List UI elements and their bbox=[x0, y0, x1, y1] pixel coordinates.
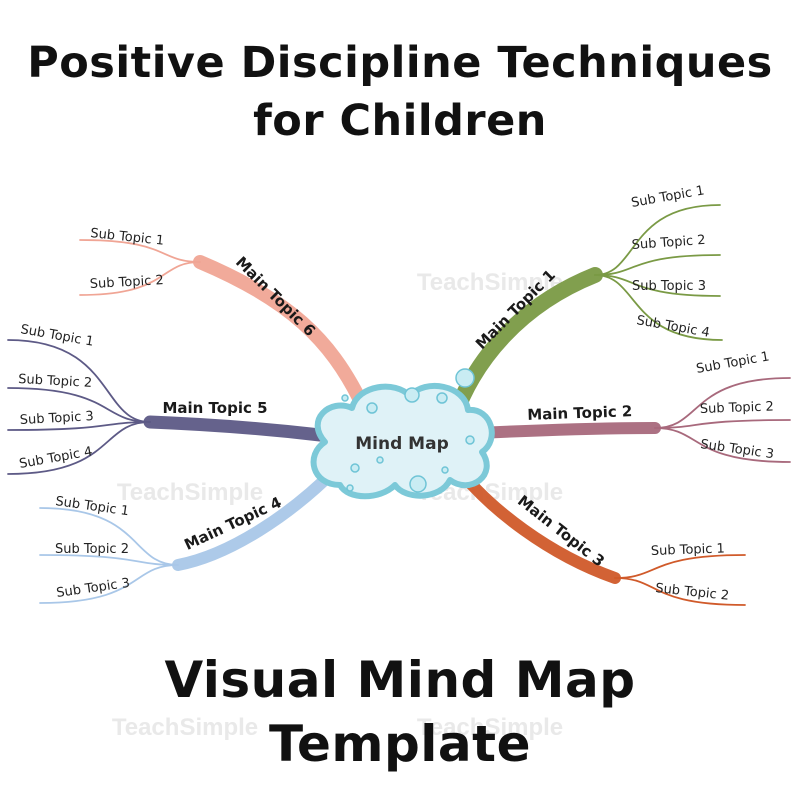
sub-branch-line bbox=[614, 554, 746, 579]
bubble-decoration bbox=[409, 475, 427, 493]
central-cloud: Mind Map bbox=[310, 368, 495, 500]
sub-topic-label: Sub Topic 1 bbox=[90, 226, 165, 249]
sub-topic-label: Sub Topic 2 bbox=[700, 399, 774, 417]
main-branch-line bbox=[193, 255, 367, 407]
bubble-decoration bbox=[455, 368, 475, 388]
sub-branch-line bbox=[614, 577, 746, 606]
bubble-decoration bbox=[404, 387, 420, 403]
watermark-text: TeachSimple bbox=[417, 714, 563, 741]
main-branch-line bbox=[143, 415, 327, 442]
bubble-decoration bbox=[366, 402, 378, 414]
sub-branch-line bbox=[39, 564, 179, 604]
sub-branch-line bbox=[594, 254, 721, 276]
sub-branch-line bbox=[594, 274, 721, 297]
branch-main-topic-5: Sub Topic 1 Sub Topic 2 Sub Topic 3 Sub Top… bbox=[7, 322, 327, 475]
main-branch-line bbox=[474, 422, 661, 439]
title-line-2: for Children bbox=[253, 96, 547, 146]
sub-topic-label: Sub Topic 2 bbox=[55, 542, 129, 557]
bubble-decoration bbox=[376, 456, 384, 464]
sub-branch-line bbox=[79, 239, 201, 263]
sub-branch-line bbox=[7, 421, 151, 431]
main-topic-label: Main Topic 5 bbox=[162, 399, 267, 417]
sub-branch-line bbox=[7, 339, 151, 423]
sub-topic-label: Sub Topic 3 bbox=[55, 576, 130, 601]
watermark-text: TeachSimple bbox=[117, 479, 263, 506]
watermark-text: TeachSimple bbox=[417, 269, 563, 296]
sub-branch-line bbox=[39, 554, 179, 566]
sub-branch-line bbox=[7, 387, 151, 423]
page-title: Positive Discipline Techniques for Child… bbox=[0, 34, 800, 150]
sub-topic-label: Sub Topic 4 bbox=[18, 444, 93, 472]
main-topic-label: Main Topic 2 bbox=[527, 402, 633, 424]
bubble-decoration bbox=[436, 392, 448, 404]
central-topic-label: Mind Map bbox=[355, 434, 449, 454]
sub-branch-line bbox=[79, 261, 201, 296]
footer-title: Visual Mind Map Template bbox=[0, 648, 800, 776]
title-line-1: Positive Discipline Techniques bbox=[27, 38, 773, 88]
bubble-decoration bbox=[350, 463, 360, 473]
sub-branch-line bbox=[654, 377, 791, 429]
sub-topic-label: Sub Topic 1 bbox=[19, 322, 94, 350]
footer-line-2: Template bbox=[269, 715, 531, 773]
main-topic-label: Main Topic 6 bbox=[232, 253, 319, 340]
sub-topic-label: Sub Topic 3 bbox=[19, 409, 94, 428]
sub-branch-line bbox=[594, 274, 723, 341]
bubble-decoration bbox=[346, 484, 354, 492]
sub-branch-line bbox=[654, 427, 791, 463]
bubble-decoration bbox=[441, 466, 449, 474]
bubble-decoration bbox=[465, 435, 475, 445]
footer-line-1: Visual Mind Map bbox=[164, 651, 636, 709]
sub-branch-line bbox=[594, 204, 721, 276]
sub-topic-label: Sub Topic 1 bbox=[651, 541, 725, 559]
sub-topic-label: Sub Topic 3 bbox=[632, 279, 706, 294]
watermark-text: TeachSimple bbox=[112, 714, 258, 741]
sub-branch-line bbox=[7, 421, 151, 475]
sub-topic-label: Sub Topic 1 bbox=[695, 349, 770, 377]
sub-topic-label: Sub Topic 2 bbox=[18, 372, 93, 391]
main-branch-line bbox=[172, 464, 341, 571]
bubble-decoration bbox=[341, 394, 349, 402]
sub-topic-label: Sub Topic 2 bbox=[89, 273, 164, 292]
sub-branch-line bbox=[654, 419, 791, 429]
sub-topic-label: Sub Topic 4 bbox=[635, 313, 710, 341]
branch-main-topic-6: Sub Topic 1 Sub Topic 2 Main Topic 6 bbox=[79, 226, 367, 407]
sub-topic-label: Sub Topic 2 bbox=[631, 233, 706, 253]
sub-branch-line bbox=[39, 507, 179, 566]
